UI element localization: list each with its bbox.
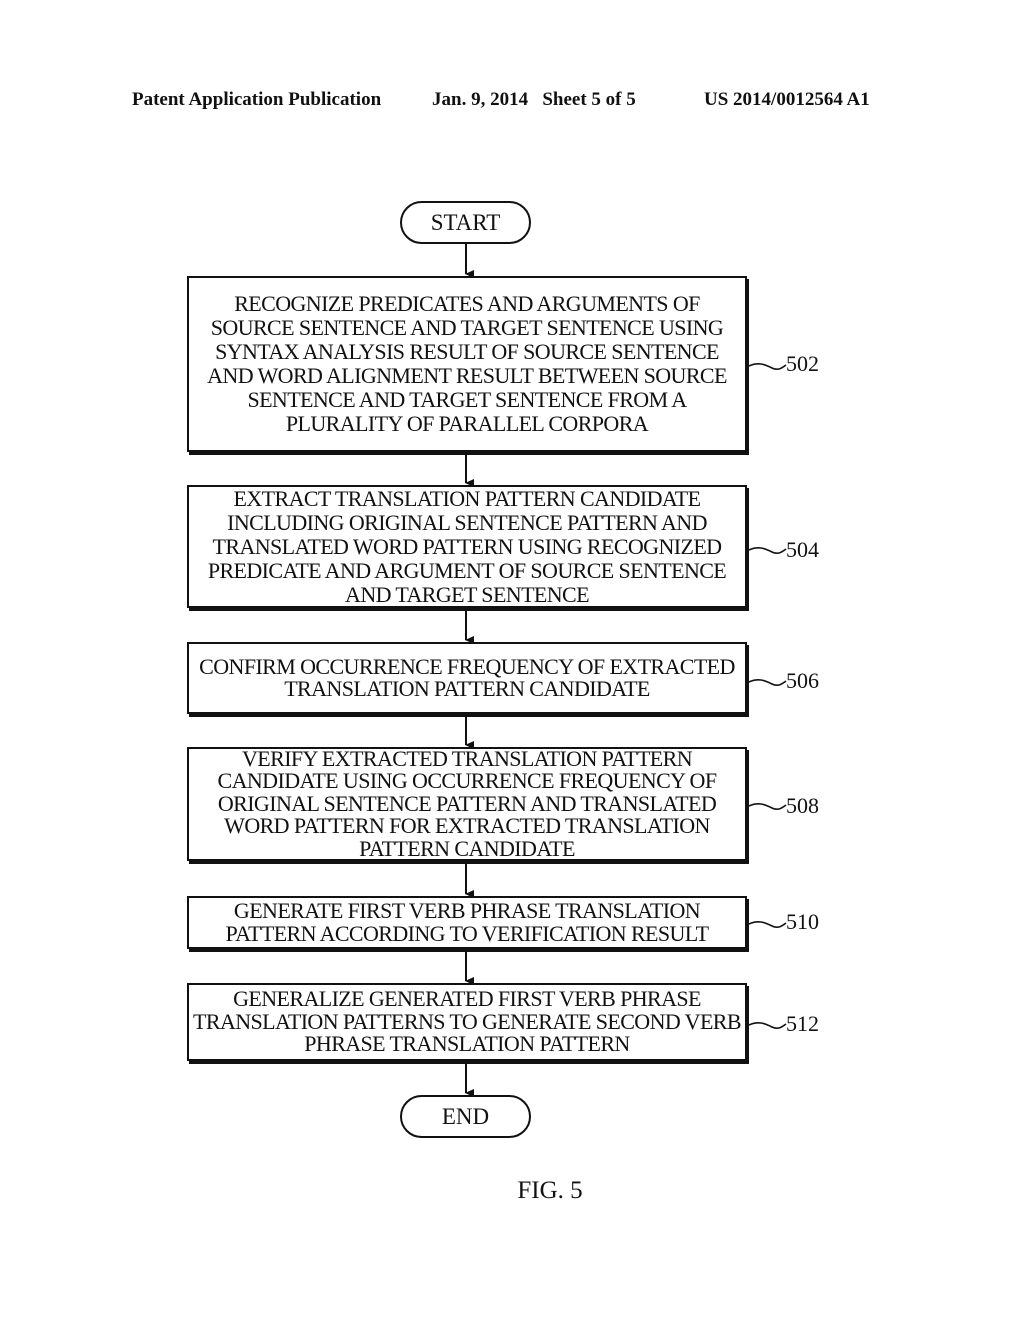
header-publication: Patent Application Publication	[132, 89, 382, 110]
header-patent-number: US 2014/0012564 A1	[704, 89, 870, 110]
header-date-sheet: Jan. 9, 2014 Sheet 5 of 5	[432, 89, 636, 110]
leader-508	[748, 803, 787, 811]
step-510-box: GENERATE FIRST VERB PHRASE TRANSLATION P…	[187, 896, 747, 949]
leader-512	[748, 1022, 787, 1030]
leader-504	[748, 547, 787, 555]
ref-510: 510	[786, 909, 819, 934]
ref-512: 512	[786, 1011, 819, 1036]
leader-510	[748, 921, 787, 929]
step-510-text: GENERATE FIRST VERB PHRASE TRANSLATION P…	[225, 898, 710, 946]
start-terminal: START	[400, 201, 531, 244]
step-502-box: RECOGNIZE PREDICATES AND ARGUMENTS OF SO…	[187, 276, 747, 452]
ref-508: 508	[786, 793, 819, 818]
step-512-box: GENERALIZE GENERATED FIRST VERB PHRASE T…	[187, 983, 747, 1061]
step-512-text: GENERALIZE GENERATED FIRST VERB PHRASE T…	[193, 986, 742, 1057]
figure-label: FIG. 5	[517, 1177, 583, 1204]
ref-506: 506	[786, 668, 819, 693]
leader-506	[748, 679, 787, 687]
end-terminal: END	[400, 1095, 531, 1138]
step-504-box: EXTRACT TRANSLATION PATTERN CANDIDATE IN…	[187, 485, 747, 608]
ref-504: 504	[786, 537, 819, 562]
ref-502: 502	[786, 351, 819, 376]
step-502-text: RECOGNIZE PREDICATES AND ARGUMENTS OF SO…	[207, 291, 727, 436]
leader-502	[748, 363, 787, 371]
step-504-text: EXTRACT TRANSLATION PATTERN CANDIDATE IN…	[207, 485, 727, 607]
step-506-text: CONFIRM OCCURRENCE FREQUENCY OF EXTRACTE…	[199, 653, 735, 701]
step-508-text: VERIFY EXTRACTED TRANSLATION PATTERN CAN…	[217, 745, 718, 861]
step-508-box: VERIFY EXTRACTED TRANSLATION PATTERN CAN…	[187, 747, 747, 861]
step-506-box: CONFIRM OCCURRENCE FREQUENCY OF EXTRACTE…	[187, 642, 747, 714]
